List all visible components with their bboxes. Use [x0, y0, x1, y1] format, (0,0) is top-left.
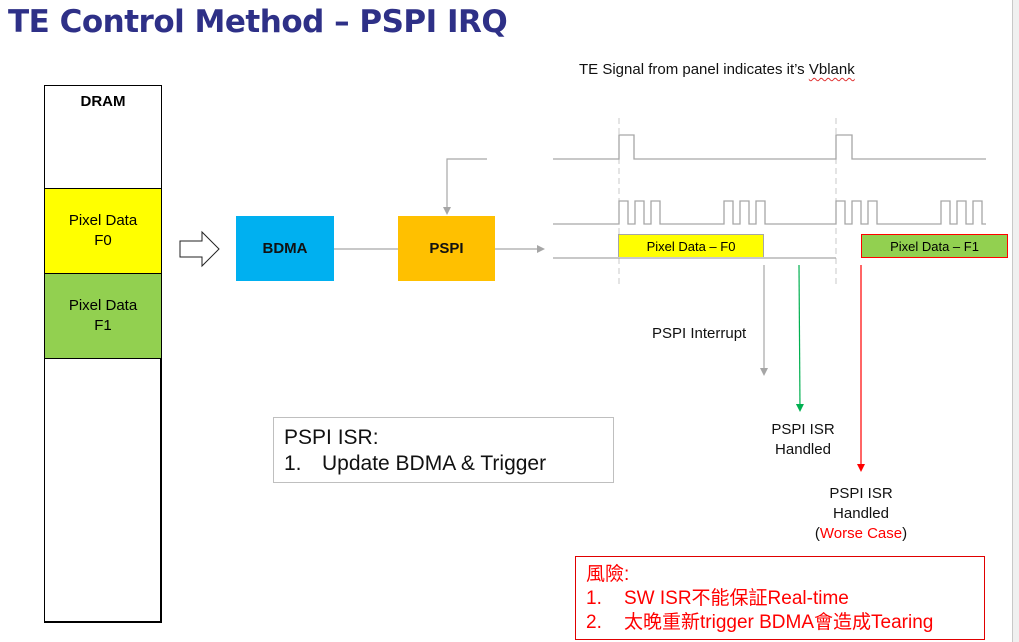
isr-handled-arrow	[795, 264, 804, 412]
bdma-block: BDMA	[236, 216, 334, 281]
risk-item-number: 2.	[586, 612, 602, 633]
risk-box-heading: 風險:	[586, 564, 630, 585]
slide-edge	[1012, 0, 1019, 642]
risk-item-text: 太晚重新trigger BDMA會造成Tearing	[624, 612, 934, 633]
isr-worst-paren-close: )	[902, 525, 908, 542]
isr-handled-label: PSPI ISR Handled	[760, 420, 846, 460]
te-caption-text: TE Signal from panel indicates it’s	[579, 61, 809, 78]
dram-slot-f0-line1: Pixel Data	[68, 212, 138, 229]
spi-clock-waveform	[553, 200, 986, 225]
isr-item-number: 1.	[284, 452, 302, 475]
isr-worst-label: PSPI ISR Handled (Worse Case)	[805, 484, 917, 544]
isr-item-text: Update BDMA & Trigger	[322, 452, 547, 475]
dram-slot-f1-line2: F1	[94, 317, 112, 334]
pspi-interrupt-label: PSPI Interrupt	[652, 325, 747, 342]
dram-slot-f0-line2: F0	[94, 232, 112, 249]
te-caption-vblank: Vblank	[808, 61, 855, 78]
risk-item-text: SW ISR不能保証Real-time	[624, 588, 849, 609]
dram-slot-f1-line1: Pixel Data	[68, 297, 138, 314]
isr-worst-note: Worse Case	[819, 525, 903, 542]
risk-item: 2. 太晚重新trigger BDMA會造成Tearing	[586, 611, 984, 635]
isr-box-heading: PSPI ISR:	[284, 426, 379, 449]
isr-worst-paren-open: (	[814, 525, 820, 542]
isr-worst-line1: PSPI ISR	[829, 485, 893, 502]
pixel-data-f1-segment: Pixel Data – F1	[861, 234, 1008, 258]
isr-box-item: 1. Update BDMA & Trigger	[284, 451, 613, 477]
pixel-data-f0-segment: Pixel Data – F0	[618, 234, 764, 257]
pspi-isr-box: PSPI ISR: 1. Update BDMA & Trigger	[273, 417, 614, 483]
isr-handled-line1: PSPI ISR	[771, 421, 835, 438]
risk-item: 1. SW ISR不能保証Real-time	[586, 587, 984, 611]
risk-box: 風險: 1. SW ISR不能保証Real-time 2. 太晚重新trigger …	[575, 556, 985, 640]
te-to-pspi-arrow	[443, 158, 487, 215]
isr-worst-line2: Handled	[833, 505, 889, 522]
te-waveform	[553, 134, 986, 160]
te-signal-caption: TE Signal from panel indicates it’s Vbla…	[579, 61, 855, 78]
isr-handled-line2: Handled	[775, 441, 831, 458]
dram-header-cell	[44, 85, 162, 189]
dram-label: DRAM	[80, 93, 126, 110]
pspi-block: PSPI	[398, 216, 495, 281]
block-arrow-icon	[179, 230, 220, 268]
risk-item-number: 1.	[586, 588, 602, 609]
slide-title: TE Control Method – PSPI IRQ	[8, 4, 508, 40]
dram-empty-cell	[44, 358, 162, 623]
